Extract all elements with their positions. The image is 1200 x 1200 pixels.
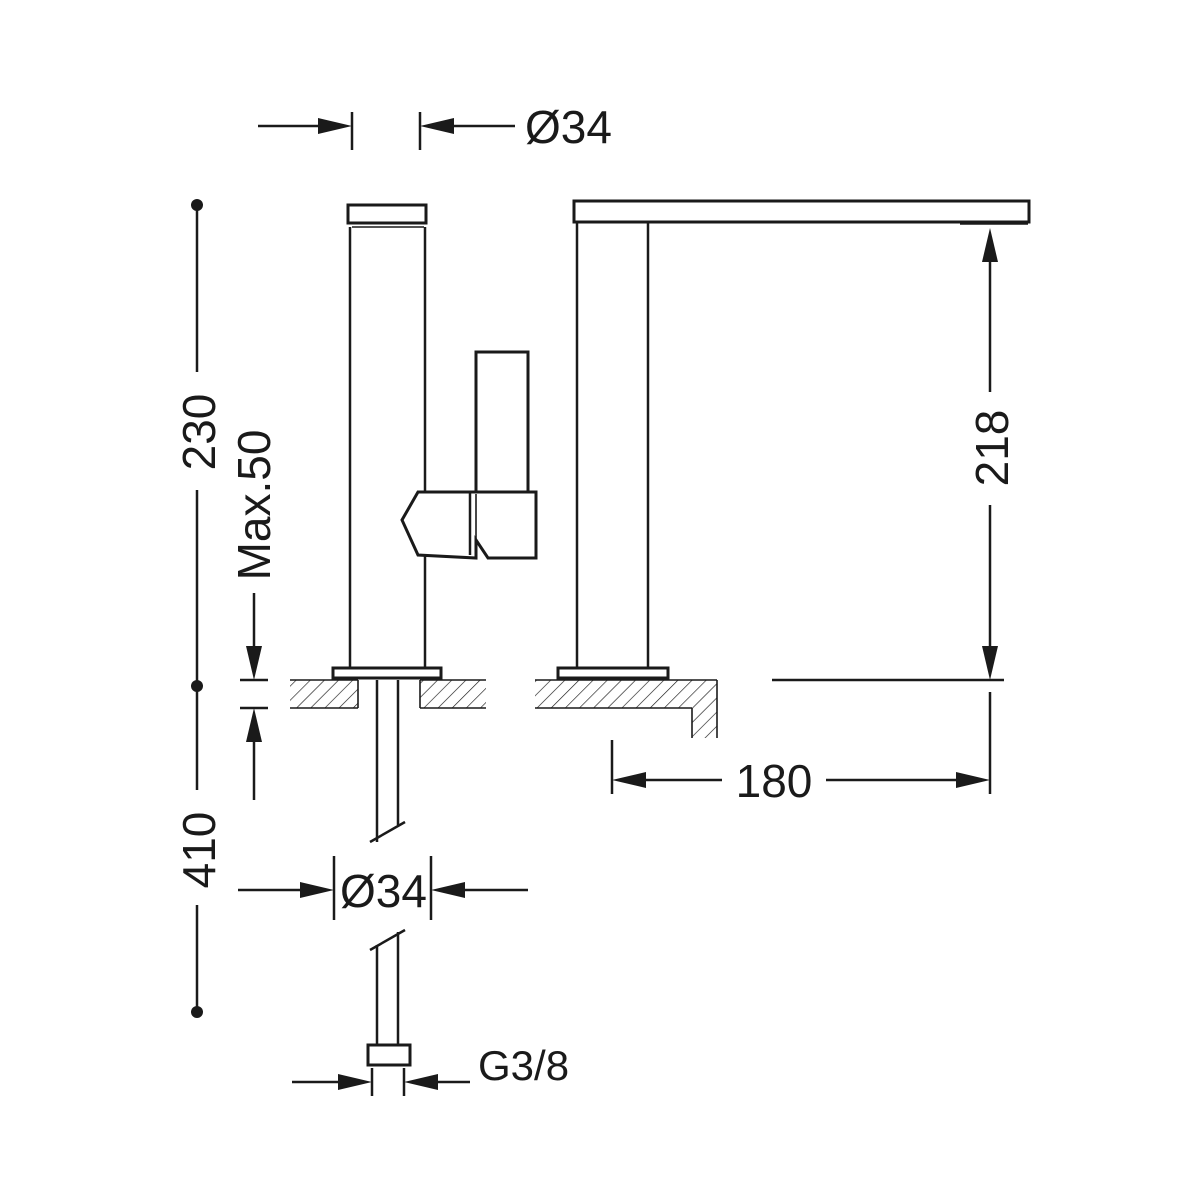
- spout-reach-dimension: 180: [610, 692, 992, 807]
- hose-length-label: 410: [173, 812, 225, 889]
- tap-front-view: [556, 199, 1031, 680]
- thread-dimension: G3/8: [292, 1042, 569, 1096]
- total-height-dimension: 230: [173, 199, 225, 692]
- tap-side-view: [331, 203, 538, 680]
- shank-diameter-dimension: Ø34: [238, 856, 528, 920]
- spout: [572, 199, 1031, 224]
- top-diameter-label: Ø34: [525, 101, 612, 153]
- lever-handle: [474, 350, 530, 496]
- spout-height-dimension: 218: [772, 228, 1018, 682]
- top-diameter-dimension: Ø34: [258, 101, 612, 153]
- max-deck-thickness-label: Max.50: [228, 430, 280, 581]
- hose-length-dimension: 410: [173, 686, 225, 1018]
- spout-height-label: 218: [966, 410, 1018, 487]
- connection-thread-label: G3/8: [478, 1042, 569, 1089]
- shank-diameter-label: Ø34: [340, 865, 427, 917]
- connector-nut: [366, 1043, 412, 1067]
- total-height-label: 230: [173, 394, 225, 471]
- spout-reach-label: 180: [736, 755, 813, 807]
- deck-section-left: [290, 679, 486, 709]
- deck-thickness-dimension: Max.50: [228, 430, 280, 800]
- deck-section-right: [535, 679, 718, 738]
- supply-hose: [366, 680, 412, 1067]
